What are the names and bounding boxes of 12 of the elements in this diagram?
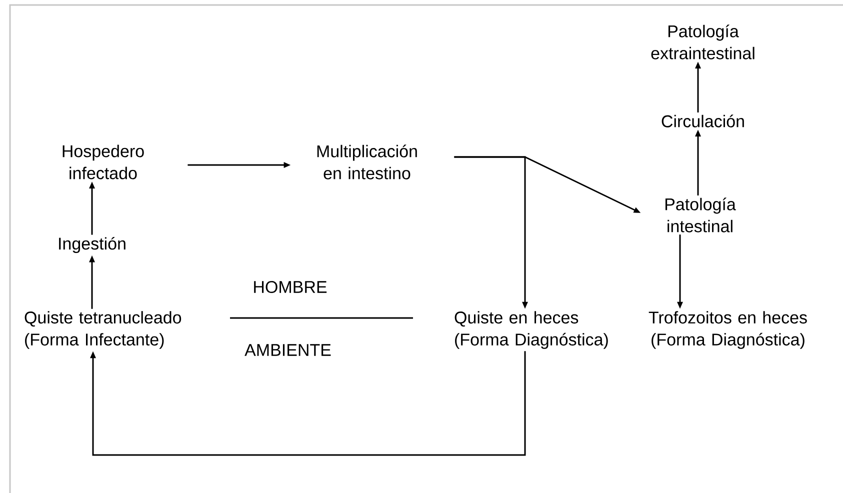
region-label: HOMBRE xyxy=(254,280,327,294)
stage-text: Circulación xyxy=(662,114,744,128)
arrow xyxy=(90,351,526,456)
stage-text: Patología intestinal xyxy=(665,198,736,232)
stage-text: Hospedero infectado xyxy=(62,144,144,180)
stage-text: Ingestión xyxy=(59,236,126,254)
stage-text: Multiplicación en intestino xyxy=(317,144,417,180)
stage-text: Patología extraintestinal xyxy=(651,24,754,60)
stage-text: Trofozoitos en heces (Forma Diagnóstica) xyxy=(648,311,807,349)
region-label: AMBIENTE xyxy=(244,344,331,356)
stage-text: Quiste tetranucleado (Forma Infectante) xyxy=(24,311,182,349)
stage-text: Quiste en heces (Forma Diagnóstica) xyxy=(454,311,608,349)
